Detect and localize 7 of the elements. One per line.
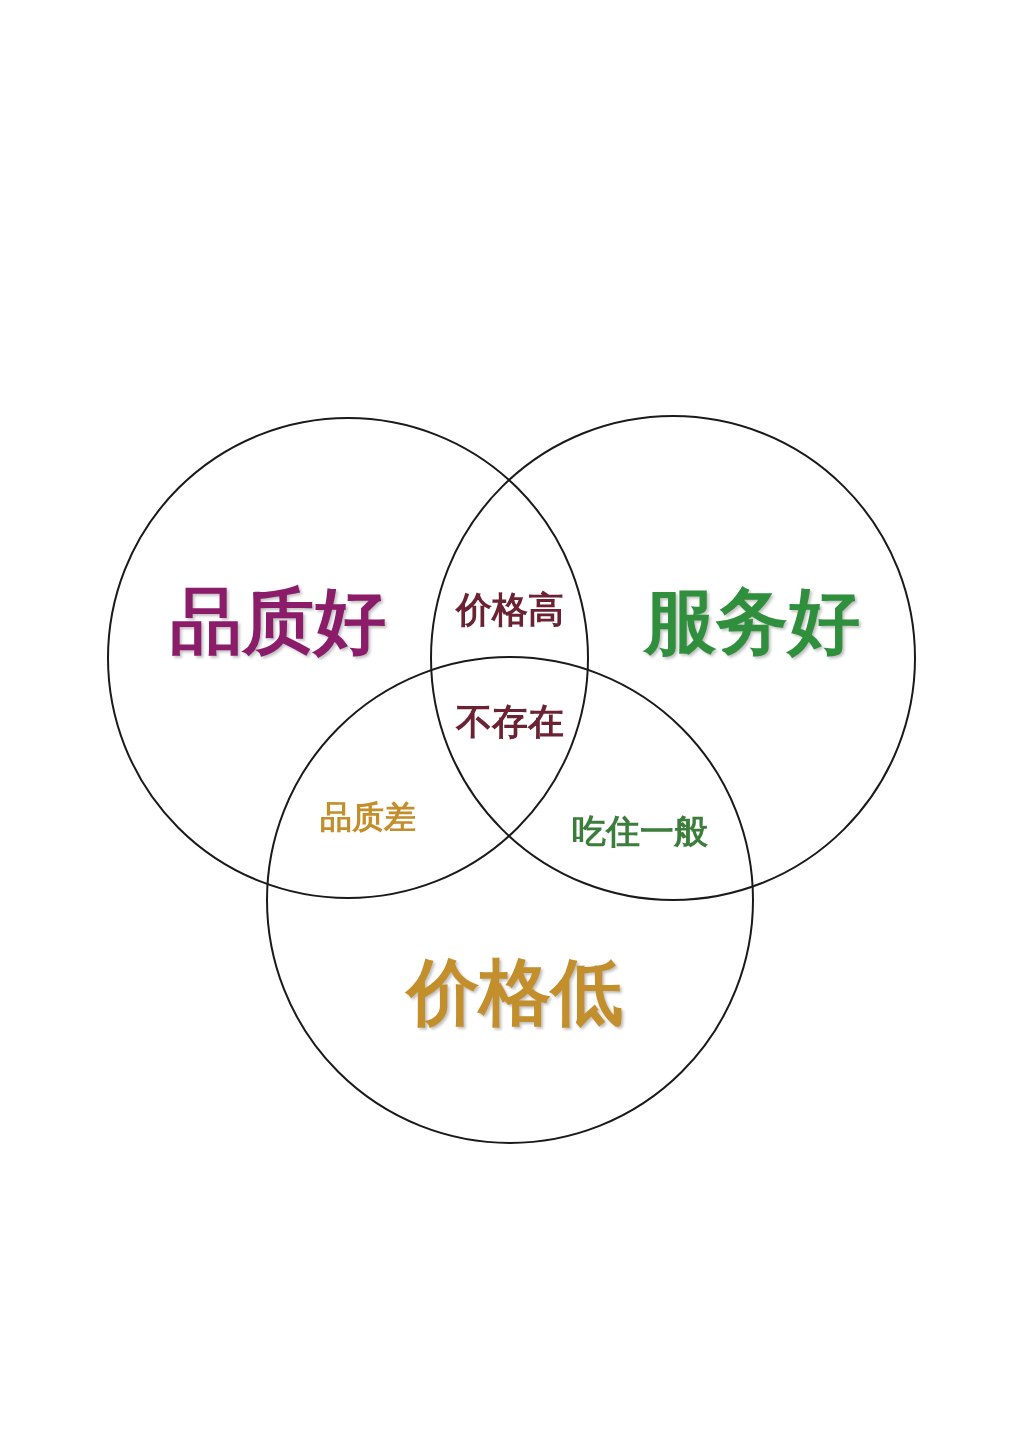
overlap-label: 价格高 xyxy=(456,587,564,632)
overlap-label: 不存在 xyxy=(456,699,564,744)
overlap-label: 品质差 xyxy=(320,797,416,838)
set-label: 服务好 xyxy=(644,578,860,665)
set-label: 价格低 xyxy=(407,949,623,1036)
set-label: 品质好 xyxy=(170,578,386,665)
overlap-label: 吃住一般 xyxy=(572,810,708,853)
